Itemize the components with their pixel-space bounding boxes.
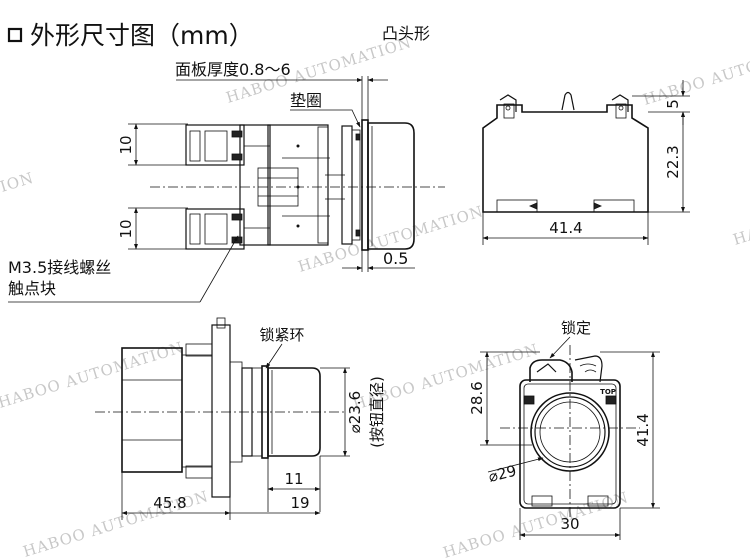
dim-0-5: 0.5: [383, 249, 408, 268]
dim-19: 19: [290, 494, 309, 512]
watermark-text: HABOO AUTOMATION: [731, 175, 750, 249]
contact-block-label: 触点块: [8, 279, 56, 298]
top-view-drawing: 10 10 面板厚度0.8～6 垫圈 0.5 M3.5接线螺丝 触点块: [8, 60, 445, 303]
watermark-layer: HABOO AUTOMATION HABOO AUTOMATION HABOO …: [0, 33, 750, 559]
dim-28-6: 28.6: [468, 381, 486, 414]
dim-10-bottom: 10: [117, 219, 135, 238]
lock-label: 锁定: [561, 319, 591, 337]
dim-diameter-23-6: ⌀23.6: [346, 391, 364, 433]
watermark-text: HABOO AUTOMATION: [641, 35, 750, 109]
dim-10-top: 10: [117, 135, 135, 154]
dim-45-8: 45.8: [153, 494, 186, 512]
dim-41-4-height: 41.4: [634, 413, 652, 446]
dim-22-3: 22.3: [664, 145, 682, 178]
panel-thickness-label: 面板厚度0.8～6: [175, 60, 291, 79]
watermark-text: ION: [0, 169, 36, 196]
washer-label: 垫圈: [290, 91, 322, 110]
side-view-drawing: 锁紧环 ⌀23.6 (按钮直径) 11 45.8 19: [95, 317, 386, 520]
contact-block-drawing: 5 22.3 41.4: [482, 80, 690, 245]
dim-30: 30: [560, 515, 579, 533]
button-type-label: 凸头形: [382, 24, 430, 43]
dim-diameter-29: ⌀29: [487, 462, 519, 486]
top-mark: TOP: [600, 388, 616, 396]
watermark-text: HABOO AUTOMATION: [0, 338, 186, 412]
watermark-text: HABOO AUTOMATION: [441, 488, 631, 559]
dim-11: 11: [284, 470, 303, 488]
checkbox-icon: [7, 27, 23, 43]
terminal-screw-label: M3.5接线螺丝: [8, 258, 111, 277]
dim-41-4-width: 41.4: [549, 219, 582, 237]
page-title: 外形尺寸图（mm）: [30, 21, 254, 50]
button-diameter-label: (按钮直径): [368, 376, 386, 448]
lock-ring-label: 锁紧环: [259, 326, 304, 344]
title-block: 外形尺寸图（mm） 凸头形: [7, 21, 430, 50]
dim-5: 5: [664, 99, 682, 109]
